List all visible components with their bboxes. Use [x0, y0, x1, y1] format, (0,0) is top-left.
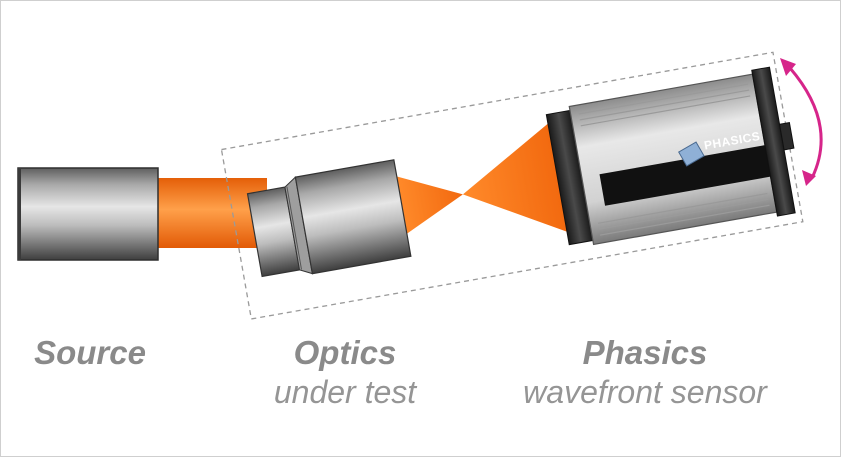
source-cylinder — [17, 167, 159, 261]
curved-double-arrow-icon — [780, 58, 823, 186]
converging-beam — [394, 175, 463, 235]
test-assembly-dashed-box — [220, 51, 804, 320]
diverging-beam — [462, 122, 570, 233]
optics-title: Optics — [293, 334, 397, 371]
sensor-title: Phasics — [582, 334, 708, 371]
source-label: Source — [20, 334, 160, 372]
source-title: Source — [34, 334, 146, 371]
sensor-label-band — [599, 145, 771, 206]
sensor-label: Phasics wavefront sensor — [490, 334, 800, 412]
optics-subtitle: under test — [273, 374, 417, 410]
sensor-connector — [778, 121, 795, 151]
phasics-logo-icon — [678, 141, 705, 167]
sensor-subtitle: wavefront sensor — [523, 374, 767, 410]
collimated-beam — [155, 178, 267, 248]
phasics-sensor-camera: PHASICS — [545, 66, 796, 246]
tilted-assembly: PHASICS — [220, 51, 804, 320]
optics-label: Optics under test — [245, 334, 445, 412]
optics-lens-barrel — [246, 159, 412, 278]
